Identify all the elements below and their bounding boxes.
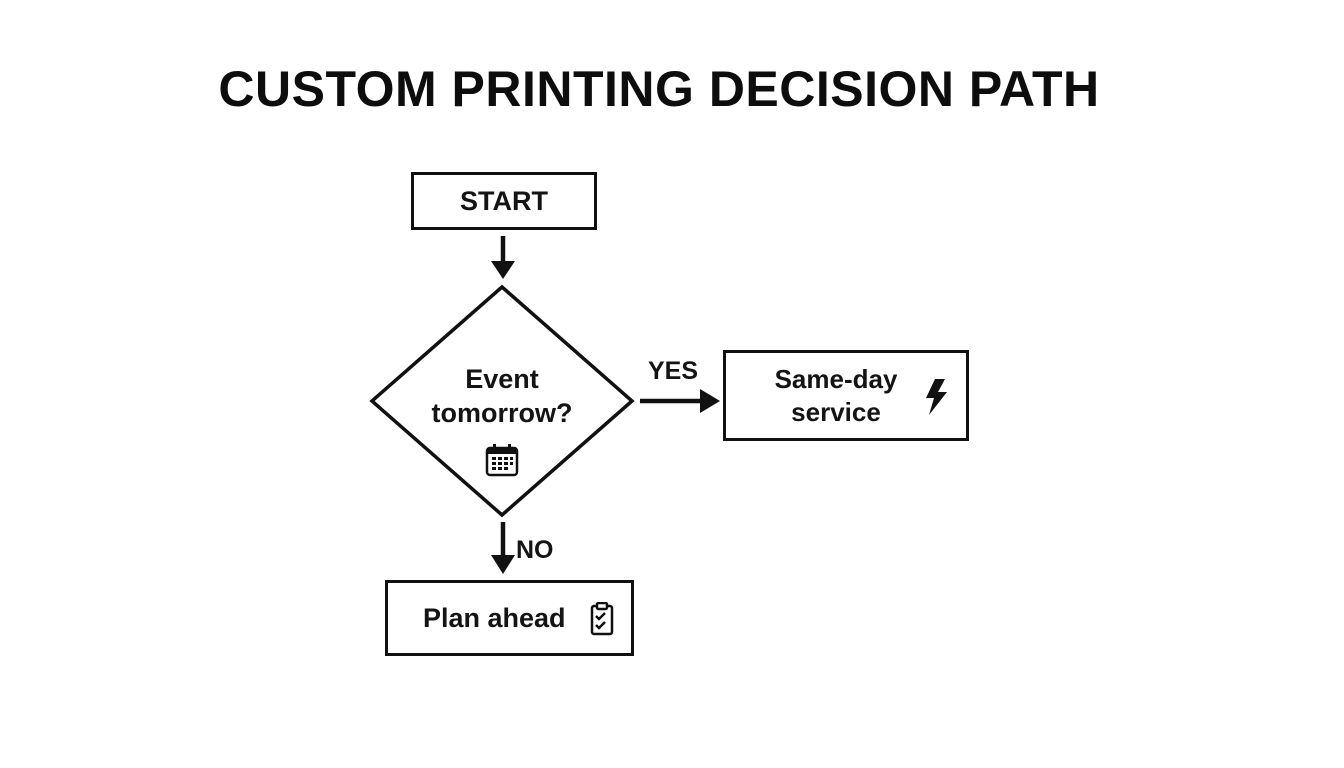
decision-line-2: tomorrow? (431, 398, 573, 428)
decision-line-1: Event (465, 364, 539, 394)
decision-node-label: Event tomorrow? (402, 362, 602, 430)
same-day-service-node: Same-day service (723, 350, 969, 441)
decision-diamond (369, 284, 635, 518)
same-day-line-2: service (791, 396, 881, 427)
no-edge-label: NO (516, 536, 554, 564)
diagram-title: CUSTOM PRINTING DECISION PATH (218, 61, 1100, 117)
arrow-yes (640, 389, 720, 413)
yes-edge-label: YES (648, 357, 699, 385)
same-day-label: Same-day service (766, 363, 906, 429)
clipboard-check-icon (590, 602, 614, 636)
start-node: START (411, 172, 597, 230)
arrow-start-to-decision (491, 236, 515, 279)
same-day-line-1: Same-day (774, 363, 898, 394)
calendar-icon (485, 444, 519, 477)
arrow-no (491, 522, 515, 574)
plan-ahead-label: Plan ahead (423, 602, 566, 633)
lightning-bolt-icon (926, 379, 947, 415)
